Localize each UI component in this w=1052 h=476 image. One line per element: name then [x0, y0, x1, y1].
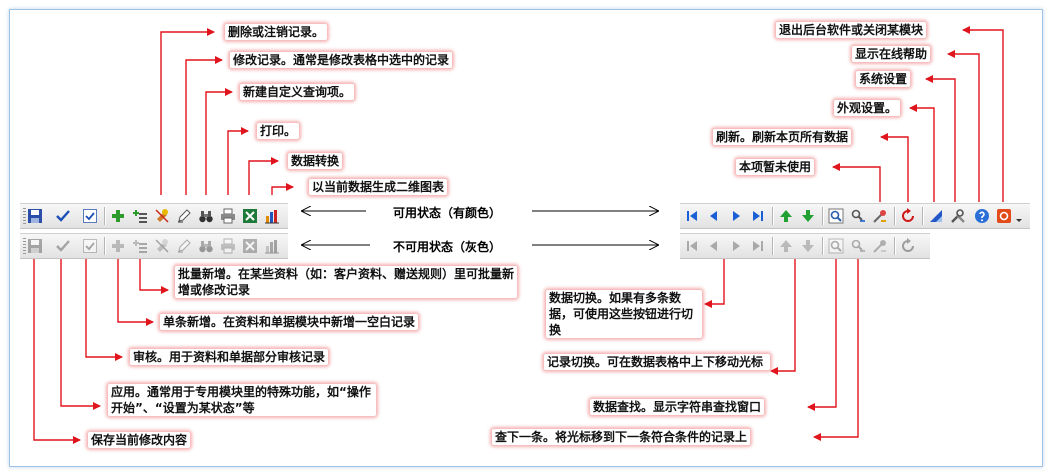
exit-callout: 退出后台软件或关闭某模块 [776, 22, 927, 38]
batch-add-icon [132, 238, 148, 254]
excel-icon[interactable] [242, 208, 258, 224]
right-toolbar-disabled [680, 233, 930, 259]
enabled-state-label: 可用状态（有颜色） [393, 206, 502, 220]
add-icon[interactable] [110, 208, 126, 224]
left-toolbar-enabled [20, 203, 288, 229]
refresh-icon [900, 238, 916, 254]
last-icon [750, 238, 766, 254]
settings-icon[interactable] [950, 208, 966, 224]
printer-icon [220, 238, 236, 254]
up-icon [778, 238, 794, 254]
find-icon [828, 238, 844, 254]
add-icon [110, 238, 126, 254]
excel-icon [242, 238, 258, 254]
first-icon [684, 238, 700, 254]
save-icon [27, 238, 43, 254]
prev-icon[interactable] [706, 208, 722, 224]
qrcode-callout: 以当前数据生成二维图表 [309, 179, 448, 195]
find-next-icon [850, 238, 866, 254]
last-icon[interactable] [750, 208, 766, 224]
record-switch-callout: 记录切换。可在数据表格中上下移动光标 [544, 354, 770, 370]
refresh-callout: 刷新。刷新本页所有数据 [713, 129, 852, 145]
save-icon[interactable] [27, 208, 43, 224]
chart-icon [264, 238, 280, 254]
toolbar-grip[interactable] [23, 208, 26, 224]
find-icon[interactable] [828, 208, 844, 224]
delete-icon[interactable] [154, 208, 170, 224]
next-icon [728, 238, 744, 254]
find-next-icon[interactable] [850, 208, 866, 224]
refresh-icon[interactable] [900, 208, 916, 224]
checkbox-icon [82, 238, 98, 254]
exit-icon[interactable] [996, 208, 1012, 224]
appearance-icon[interactable] [928, 208, 944, 224]
edit-icon[interactable] [176, 208, 192, 224]
disabled-state-label: 不可用状态（灰色） [393, 240, 502, 254]
tools-icon [872, 238, 888, 254]
down-icon[interactable] [800, 208, 816, 224]
print-callout: 打印。 [257, 123, 300, 139]
right-toolbar-enabled [680, 203, 1030, 229]
binoculars-icon [198, 238, 214, 254]
printer-icon[interactable] [220, 208, 236, 224]
check-icon [55, 238, 71, 254]
query-callout: 新建自定义查询项。 [240, 84, 355, 100]
audit-callout: 审核。用于资料和单据部分审核记录 [130, 349, 329, 365]
binoculars-icon[interactable] [198, 208, 214, 224]
appearance-callout: 外观设置。 [834, 100, 901, 116]
chart-icon[interactable] [264, 208, 280, 224]
single-add-callout: 单条新增。在资料和单据模块中新增一空白记录 [160, 314, 419, 330]
find-next-callout: 查下一条。将光标移到下一条符合条件的记录上 [492, 429, 751, 445]
left-toolbar-disabled [20, 233, 288, 259]
checkbox-icon[interactable] [82, 208, 98, 224]
edit-icon [176, 238, 192, 254]
convert-callout: 数据转换 [288, 153, 343, 169]
unused-callout: 本项暂未使用 [736, 159, 815, 175]
find-callout: 数据查找。显示字符串查找窗口 [590, 399, 765, 415]
delete-icon [154, 238, 170, 254]
settings-callout: 系统设置 [856, 71, 911, 87]
help-icon[interactable] [974, 208, 990, 224]
help-callout: 显示在线帮助 [852, 46, 931, 62]
edit-callout: 修改记录。通常是修改表格中选中的记录 [230, 52, 453, 68]
chevron-down-icon[interactable] [1014, 208, 1024, 224]
up-icon[interactable] [778, 208, 794, 224]
check-icon[interactable] [55, 208, 71, 224]
delete-callout: 删除或注销记录。 [225, 24, 328, 40]
down-icon [800, 238, 816, 254]
prev-icon [706, 238, 722, 254]
batch-add-callout: 批量新增。在某些资料（如：客户资料、赠送规则）里可批量新增或修改记录 [175, 266, 517, 298]
data-switch-callout: 数据切换。如果有多条数据，可使用这些按钮进行切换 [546, 290, 702, 338]
next-icon[interactable] [728, 208, 744, 224]
apply-callout: 应用。通常用于专用模块里的特殊功能，如“操作开始”、“设置为某状态”等 [108, 384, 376, 416]
first-icon[interactable] [684, 208, 700, 224]
save-callout: 保存当前修改内容 [88, 432, 191, 448]
batch-add-icon[interactable] [132, 208, 148, 224]
toolbar-grip [23, 238, 26, 254]
tools-icon[interactable] [872, 208, 888, 224]
